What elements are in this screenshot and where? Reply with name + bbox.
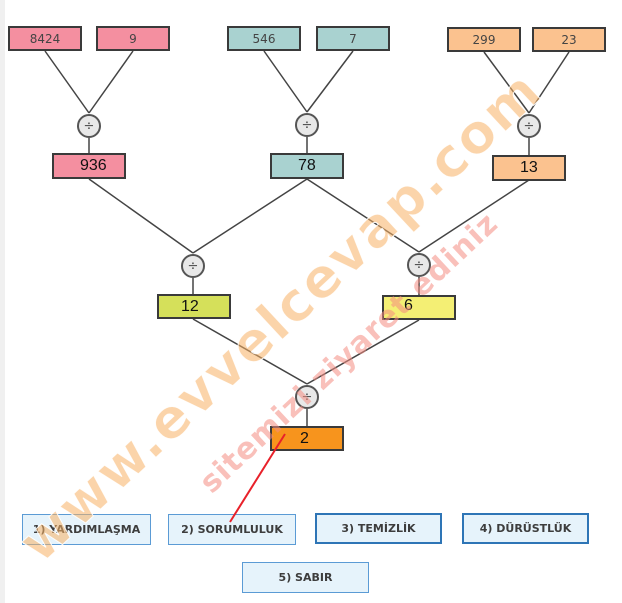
connector-line — [44, 50, 90, 114]
input-box-divisor-2: 7 — [316, 26, 390, 51]
result-box-12: 12 — [157, 294, 231, 319]
result-box-13: 13 — [492, 155, 566, 181]
connector-line — [192, 318, 308, 385]
connector-line — [88, 178, 194, 254]
connector-line — [306, 50, 354, 113]
answer-pointer-line — [229, 433, 286, 523]
input-box-dividend-2: 546 — [227, 26, 301, 51]
page-edge — [0, 0, 5, 603]
input-box-dividend-1: 8424 — [8, 26, 82, 51]
connector-line — [263, 50, 308, 113]
connector-line — [306, 319, 420, 385]
divide-operator-icon: ÷ — [295, 385, 319, 409]
divide-operator-icon: ÷ — [295, 113, 319, 137]
input-box-dividend-3: 299 — [447, 27, 521, 52]
answer-option-5[interactable]: 5) SABIR — [242, 562, 369, 593]
divide-operator-icon: ÷ — [77, 114, 101, 138]
answer-option-3[interactable]: 3) TEMİZLİK — [315, 513, 442, 544]
divide-operator-icon: ÷ — [181, 254, 205, 278]
divide-operator-icon: ÷ — [517, 114, 541, 138]
connector-line — [483, 51, 530, 114]
connector-line — [306, 178, 420, 253]
input-box-divisor-3: 23 — [532, 27, 606, 52]
connector-line — [88, 50, 134, 114]
result-box-936: 936 — [52, 153, 126, 179]
result-box-78: 78 — [270, 153, 344, 179]
divide-operator-icon: ÷ — [407, 253, 431, 277]
input-box-divisor-1: 9 — [96, 26, 170, 51]
result-box-6: 6 — [382, 295, 456, 320]
connector-line — [192, 178, 308, 254]
answer-option-1[interactable]: 1) YARDIMLAŞMA — [22, 514, 151, 545]
answer-option-4[interactable]: 4) DÜRÜSTLÜK — [462, 513, 589, 544]
connector-line — [418, 179, 530, 253]
connector-line — [528, 51, 570, 114]
